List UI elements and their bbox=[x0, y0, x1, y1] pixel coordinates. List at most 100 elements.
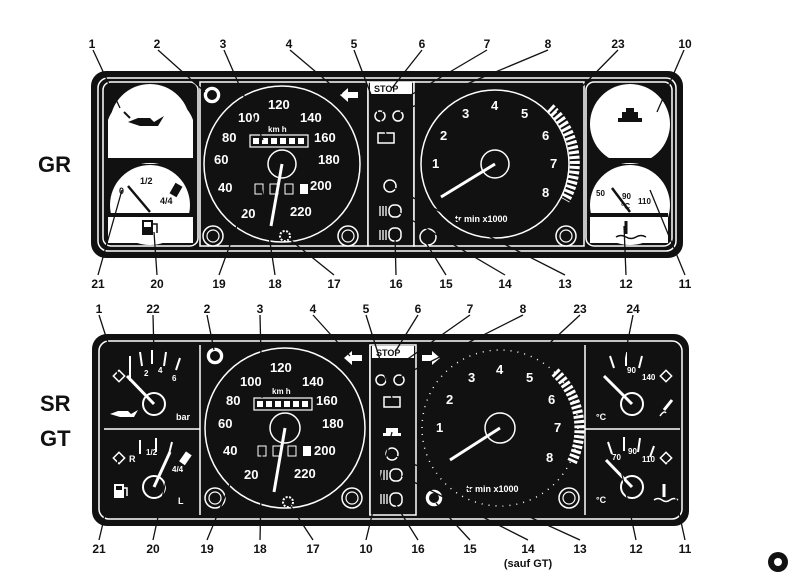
speed-tick-140-sr: 140 bbox=[302, 374, 324, 389]
stop-lamp-sr: STOP bbox=[376, 348, 400, 358]
callout-23-b: 23 bbox=[573, 302, 587, 316]
callout-7: 7 bbox=[484, 37, 491, 51]
speed-tick-100: 100 bbox=[238, 110, 260, 125]
oiltemp-unit: °C bbox=[596, 412, 607, 422]
panel-label-gt: GT bbox=[40, 426, 71, 451]
callout-21: 21 bbox=[91, 277, 105, 291]
rpm-tick-8: 8 bbox=[542, 185, 549, 200]
temp-tick-110: 110 bbox=[638, 197, 651, 206]
speed-tick-60-sr: 60 bbox=[218, 416, 232, 431]
fuel-low-mark: L bbox=[178, 496, 184, 506]
callout-2-b: 2 bbox=[204, 302, 211, 316]
fuel-pump-icon bbox=[142, 220, 158, 235]
speed-tick-40: 40 bbox=[218, 180, 232, 195]
watertemp-unit: °C bbox=[596, 495, 607, 505]
turn-left-arrow-icon bbox=[340, 88, 358, 102]
trip-reset-knob bbox=[279, 230, 291, 242]
callout-23: 23 bbox=[611, 37, 625, 51]
speed-tick-180-sr: 180 bbox=[322, 416, 344, 431]
callout-1-b: 1 bbox=[96, 302, 103, 316]
rpm-tick-2-sr: 2 bbox=[446, 392, 453, 407]
rpm-unit-sr: tr min x1000 bbox=[466, 484, 519, 494]
rpm-needle-sr bbox=[449, 426, 501, 462]
callout-1: 1 bbox=[89, 37, 96, 51]
callout-4-b: 4 bbox=[310, 302, 317, 316]
callout-22-b: 22 bbox=[146, 302, 160, 316]
callout-6: 6 bbox=[419, 37, 426, 51]
speed-tick-200-sr: 200 bbox=[314, 443, 336, 458]
callout-8: 8 bbox=[545, 37, 552, 51]
left-gauge-block: 0 1/2 4/4 bbox=[102, 81, 199, 247]
callouts-bottom: 1 22 2 3 4 5 6 7 8 23 24 21 20 19 18 17 … bbox=[92, 302, 691, 570]
trip-counter bbox=[254, 183, 308, 195]
odometer bbox=[249, 134, 309, 148]
oil-pressure-needle bbox=[125, 374, 156, 406]
speed-tick-80-sr: 80 bbox=[226, 393, 240, 408]
callout-12: 12 bbox=[619, 277, 633, 291]
oiltemp-icon bbox=[659, 399, 674, 417]
panel-label-sr: SR bbox=[40, 391, 71, 416]
callout-13: 13 bbox=[558, 277, 572, 291]
corner-bullet-icon bbox=[768, 552, 788, 572]
speed-tick-60: 60 bbox=[214, 152, 228, 167]
temp-needle bbox=[611, 187, 631, 213]
callout-18: 18 bbox=[268, 277, 282, 291]
speed-tick-120: 120 bbox=[268, 97, 290, 112]
trip-reset-knob-sr bbox=[282, 496, 294, 508]
oil-tick-2: 2 bbox=[144, 369, 149, 378]
tachometer: 1 2 3 4 5 6 7 8 tr min x1000 bbox=[413, 81, 585, 247]
speed-tick-200: 200 bbox=[310, 178, 332, 193]
speed-tick-80: 80 bbox=[222, 130, 236, 145]
warning-lamp-block-sr: STOP bbox=[369, 344, 417, 516]
callout-14: 14 bbox=[498, 277, 512, 291]
watertemp-needle bbox=[604, 458, 634, 489]
callout-20-b: 20 bbox=[146, 542, 160, 556]
warning-lamp-block: STOP bbox=[367, 81, 415, 247]
rpm-tick-2: 2 bbox=[440, 128, 447, 143]
callout-19-b: 19 bbox=[200, 542, 214, 556]
rpm-tick-3: 3 bbox=[462, 106, 469, 121]
right-gauge-block-sr: 90 140 °C 70 90 110 °C bbox=[585, 352, 680, 505]
callout-4: 4 bbox=[286, 37, 293, 51]
callout-5-b: 5 bbox=[363, 302, 370, 316]
fuel-tick-full-sr: 4/4 bbox=[172, 465, 184, 474]
temp-tick-90: 90 bbox=[622, 192, 631, 201]
callout-21-b: 21 bbox=[92, 542, 106, 556]
rpm-tick-6: 6 bbox=[542, 128, 549, 143]
callouts-top: 1 2 3 4 5 6 7 8 23 10 21 20 19 18 17 16 … bbox=[89, 37, 692, 291]
watertemp-tick-110: 110 bbox=[642, 455, 655, 464]
oiltemp-warning-lamp bbox=[659, 369, 673, 383]
callout-10-b: 10 bbox=[359, 542, 373, 556]
turn-right-arrow-icon-sr bbox=[422, 351, 440, 365]
speed-tick-20-sr: 20 bbox=[244, 467, 258, 482]
leader-lines-top bbox=[92, 49, 686, 276]
callout-12-b: 12 bbox=[629, 542, 643, 556]
callout-14-note: (sauf GT) bbox=[504, 558, 553, 570]
fuel-pump-icon-sr bbox=[114, 484, 128, 498]
callout-6-b: 6 bbox=[415, 302, 422, 316]
rpm-tick-8-sr: 8 bbox=[546, 450, 553, 465]
callout-3-b: 3 bbox=[257, 302, 264, 316]
rpm-tick-5: 5 bbox=[521, 106, 528, 121]
callout-18-b: 18 bbox=[253, 542, 267, 556]
speed-tick-160-sr: 160 bbox=[316, 393, 338, 408]
right-gauge-block: 50 90 110 °C bbox=[585, 81, 673, 247]
rpm-unit: tr min x1000 bbox=[455, 214, 508, 224]
speed-tick-140: 140 bbox=[300, 110, 322, 125]
oil-can-icon bbox=[123, 111, 164, 126]
oil-can-icon-sr bbox=[110, 410, 138, 417]
rpm-tick-4-sr: 4 bbox=[496, 362, 504, 377]
speed-tick-160: 160 bbox=[314, 130, 336, 145]
callout-16-b: 16 bbox=[411, 542, 425, 556]
tachometer-sr: 1 2 3 4 5 6 7 8 tr min x1000 bbox=[421, 345, 586, 515]
callout-13-b: 13 bbox=[573, 542, 587, 556]
callout-24-b: 24 bbox=[626, 302, 640, 316]
fuel-needle-sr bbox=[152, 451, 172, 488]
callout-3: 3 bbox=[220, 37, 227, 51]
rpm-tick-7-sr: 7 bbox=[554, 420, 561, 435]
speed-needle-sr bbox=[272, 427, 287, 493]
oil-tick-6: 6 bbox=[172, 374, 177, 383]
callout-15: 15 bbox=[439, 277, 453, 291]
oil-warning-lamp bbox=[112, 369, 126, 383]
callout-17: 17 bbox=[327, 277, 341, 291]
